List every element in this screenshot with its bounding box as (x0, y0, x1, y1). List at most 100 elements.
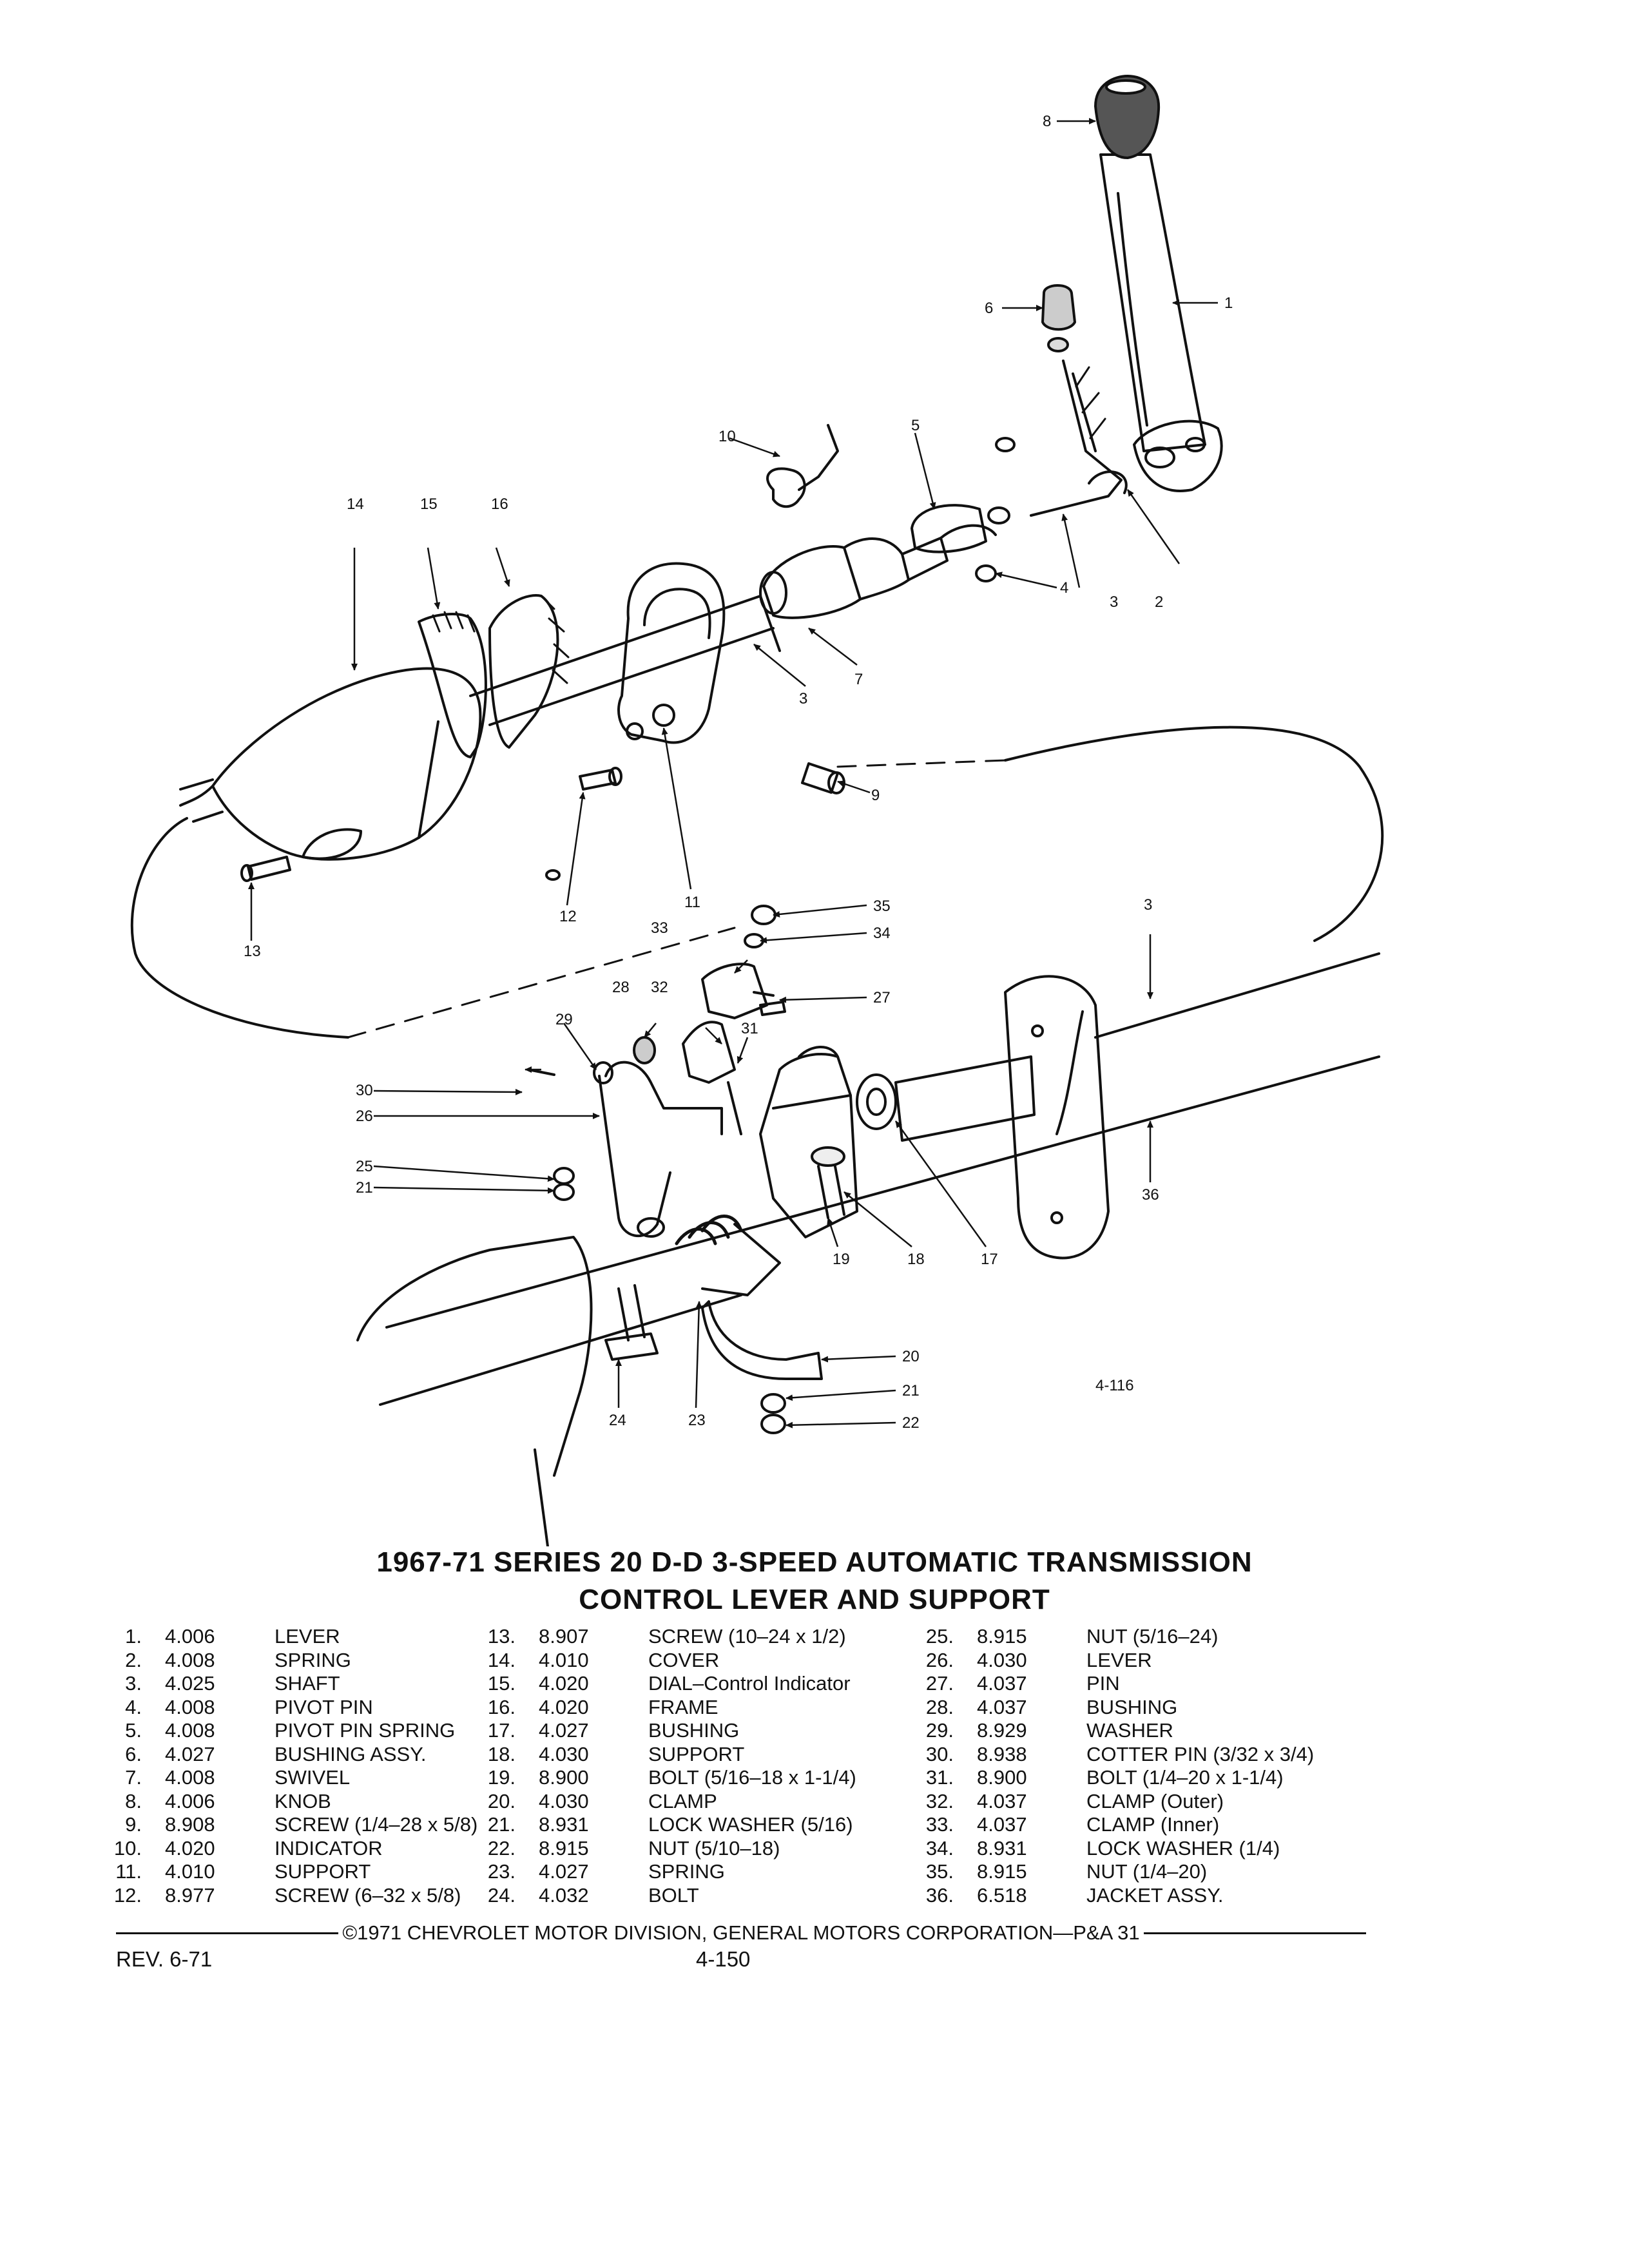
part-code: 4.020 (165, 1836, 215, 1860)
parts-list-row: 30. 8.938 COTTER PIN (3/32 x 3/4) (902, 1743, 1314, 1767)
part-description: JACKET ASSY. (1086, 1883, 1224, 1907)
part-description: LOCK WASHER (5/16) (648, 1813, 853, 1836)
part-code: 8.900 (977, 1766, 1027, 1789)
part-code: 4.006 (165, 1789, 215, 1812)
part-number: 29. (925, 1719, 954, 1742)
callout-22: 22 (902, 1414, 920, 1432)
support-casting (617, 562, 726, 744)
callout-25: 25 (356, 1158, 373, 1175)
part-number: 36. (925, 1883, 954, 1907)
part-number: 30. (925, 1742, 954, 1765)
part-description: NUT (1/4–20) (1086, 1860, 1208, 1883)
callout-13: 13 (244, 943, 261, 960)
part-code: 4.037 (977, 1789, 1027, 1812)
pivot-pin-spring (911, 437, 1016, 582)
part-code: 8.931 (539, 1813, 589, 1836)
part-description: BOLT (5/16–18 x 1-1/4) (648, 1766, 856, 1789)
part-code: 4.027 (539, 1860, 589, 1883)
callout-27: 27 (873, 989, 891, 1006)
part-description: BOLT (648, 1883, 699, 1907)
part-code: 8.929 (977, 1719, 1027, 1742)
bolt-19 (811, 1146, 845, 1219)
part-description: PIVOT PIN (275, 1695, 373, 1718)
part-code: 4.030 (539, 1742, 589, 1765)
part-description: BUSHING (648, 1719, 740, 1742)
part-description: FRAME (648, 1695, 718, 1718)
callout-12: 12 (559, 908, 577, 925)
figure-id: 4-116 (1095, 1377, 1134, 1394)
part-number: 34. (925, 1836, 954, 1860)
part-code: 4.010 (165, 1860, 215, 1883)
callout-34: 34 (873, 925, 891, 942)
part-code: 4.027 (539, 1719, 589, 1742)
part-code: 8.915 (539, 1836, 589, 1860)
part-description: INDICATOR (275, 1836, 383, 1860)
part-number: 10. (113, 1836, 142, 1860)
part-code: 4.037 (977, 1672, 1027, 1695)
part-code: 4.008 (165, 1766, 215, 1789)
part-number: 20. (487, 1789, 516, 1812)
part-description: PIVOT PIN SPRING (275, 1719, 456, 1742)
part-description: NUT (5/16–24) (1086, 1625, 1219, 1648)
callout-14: 14 (347, 495, 364, 513)
callout-2: 2 (1155, 593, 1163, 611)
callout-23: 23 (688, 1412, 706, 1429)
part-number: 28. (925, 1695, 954, 1718)
indicator (766, 424, 839, 508)
knob (1094, 75, 1161, 159)
part-code: 4.032 (539, 1883, 589, 1907)
column-tube-left (179, 778, 224, 823)
part-number: 18. (487, 1742, 516, 1765)
part-code: 4.037 (977, 1813, 1027, 1836)
footer-rule-right (1143, 1932, 1366, 1934)
part-code: 8.931 (977, 1836, 1027, 1860)
part-number: 16. (487, 1695, 516, 1718)
lever (1099, 153, 1223, 492)
part-number: 15. (487, 1672, 516, 1695)
callout-9: 9 (871, 787, 880, 804)
part-code: 4.008 (165, 1719, 215, 1742)
callout-15: 15 (420, 495, 438, 513)
spring-and-pivot (1030, 360, 1128, 517)
part-description: NUT (5/10–18) (648, 1836, 780, 1860)
callout-11: 11 (684, 894, 700, 911)
part-code: 8.977 (165, 1883, 215, 1907)
callout-19: 19 (833, 1251, 850, 1268)
part-description: SUPPORT (275, 1860, 371, 1883)
part-number: 8. (125, 1789, 142, 1812)
part-code: 4.027 (165, 1742, 215, 1765)
callout-16: 16 (491, 495, 508, 513)
part-number: 19. (487, 1766, 516, 1789)
callout-36: 36 (1142, 1186, 1159, 1204)
callout-1: 1 (1224, 294, 1233, 312)
part-number: 27. (925, 1672, 954, 1695)
title-line-2: CONTROL LEVER AND SUPPORT (579, 1584, 1050, 1615)
part-number: 23. (487, 1860, 516, 1883)
jacket-assy (356, 952, 1380, 1546)
footer-copyright: ©1971 CHEVROLET MOTOR DIVISION, GENERAL … (116, 1921, 1366, 1945)
part-description: COTTER PIN (3/32 x 3/4) (1086, 1742, 1315, 1765)
part-code: 8.908 (165, 1813, 215, 1836)
part-number: 6. (125, 1742, 142, 1765)
part-code: 8.938 (977, 1742, 1027, 1765)
part-description: CLAMP (648, 1789, 717, 1812)
callout-29: 29 (555, 1011, 573, 1028)
part-code: 8.900 (539, 1766, 589, 1789)
part-description: CLAMP (Inner) (1086, 1813, 1220, 1836)
callout-20: 20 (902, 1348, 920, 1365)
